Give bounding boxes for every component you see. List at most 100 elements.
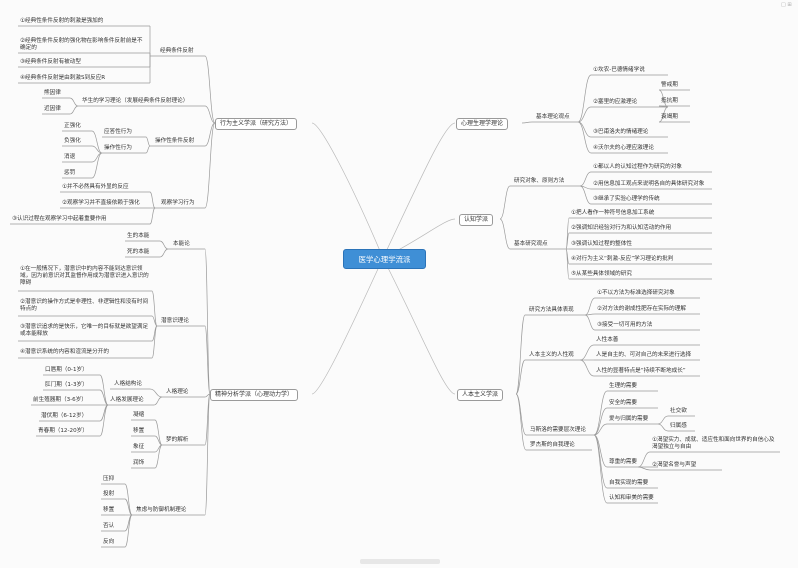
- esteem-strength[interactable]: ①渴望实力、成就、适应性和面向世界的自信心及渴望独立与自由: [652, 437, 775, 450]
- observe-item[interactable]: ③认识过程在观察学习中起着重要作用: [12, 216, 107, 222]
- reinforcement-item[interactable]: 负强化: [64, 138, 81, 144]
- human-nature[interactable]: 人本主义的人性观: [529, 352, 574, 358]
- research-objects[interactable]: 研究对象、原则方法: [514, 178, 565, 184]
- views-item[interactable]: ②强调知识经验对行为和认知活动的作用: [571, 225, 672, 231]
- maslow-level[interactable]: 认知和审美的需要: [609, 495, 654, 501]
- dream-item[interactable]: 移置: [133, 428, 145, 434]
- unconscious-item[interactable]: ①在一般情况下，潜意识中的内容不能到达意识领域，因为前意识对其监督作用成为潜意识…: [20, 266, 149, 286]
- defense-item[interactable]: 投射: [103, 491, 115, 497]
- nature-item[interactable]: 人性本善: [596, 337, 619, 343]
- defense-item[interactable]: 否认: [103, 523, 115, 529]
- reinforcement-item[interactable]: 惩罚: [64, 170, 76, 176]
- stress-stage[interactable]: 抵抗期: [661, 98, 678, 104]
- belonging-item[interactable]: 归属感: [670, 423, 687, 429]
- l-objects-item: [579, 185, 592, 205]
- objects-item[interactable]: ③继承了实验心理学的传统: [593, 196, 660, 202]
- views-item[interactable]: ①把人看作一种符号信息加工系统: [571, 210, 655, 216]
- branch-humanism[interactable]: 人本主义学派: [457, 389, 504, 401]
- operant-conditioning[interactable]: 操作性条件反射: [155, 138, 195, 144]
- personality-structure[interactable]: 人格结构论: [114, 381, 142, 387]
- branch-psychoanalysis[interactable]: 精神分析学派（心理动力学）: [210, 389, 299, 401]
- method-item[interactable]: ③接受一切可用的方法: [597, 322, 653, 328]
- dream-item[interactable]: 润饰: [133, 460, 145, 466]
- instinct-item[interactable]: 死的本能: [127, 249, 150, 255]
- l-esteem1: [637, 466, 651, 471]
- reinforcement-item[interactable]: 消退: [64, 154, 76, 160]
- method-item[interactable]: ①不以方法为标准选择研究对象: [597, 290, 675, 296]
- l-def-item: [124, 483, 133, 516]
- basic-research-views[interactable]: 基本研究观点: [514, 241, 548, 247]
- stage-item[interactable]: 肛门期（1-3岁）: [45, 382, 88, 388]
- observe-item[interactable]: ①并不必然具有外显的反应: [62, 184, 129, 190]
- dream-item[interactable]: 象征: [133, 444, 145, 450]
- operant-behavior[interactable]: 操作性行为: [104, 145, 132, 151]
- classical-item[interactable]: ②经典性条件反射的强化物在影响条件反射前是不确定的: [20, 38, 143, 51]
- unconscious-item[interactable]: ②潜意识的操作方式是非理性、非逻辑性和没有时间特点的: [20, 299, 149, 312]
- instinct-theory[interactable]: 本能论: [173, 241, 190, 247]
- stress-stage[interactable]: 警戒期: [661, 82, 678, 88]
- nature-item[interactable]: 人是自主的、可对自己的未来进行选择: [596, 352, 692, 358]
- maslow-level[interactable]: 自我实现的需要: [609, 480, 649, 486]
- nature-item[interactable]: 人性的显著特点是“持续不断地成长”: [596, 368, 686, 374]
- esteem-reputation[interactable]: ②渴望名誉与声望: [652, 462, 697, 468]
- unconscious-item[interactable]: ③潜意识追求的是快乐，它唯一的目标就是欲望满足或本能释放: [20, 324, 149, 337]
- stress-stage[interactable]: 衰竭期: [661, 114, 678, 120]
- defense-item[interactable]: 移置: [103, 507, 115, 513]
- l-dream-item: [154, 435, 163, 446]
- branch-physiology[interactable]: 心理生理学理论: [456, 118, 509, 130]
- physiology-item[interactable]: ③巴甫洛夫的情绪理论: [593, 129, 649, 135]
- basic-viewpoints[interactable]: 基本理论观点: [536, 114, 570, 120]
- stage-item[interactable]: 口唇期（0-1岁）: [45, 367, 88, 373]
- defense-mechanism[interactable]: 焦虑与防御机制理论: [136, 507, 187, 513]
- instinct-item[interactable]: 生的本能: [127, 233, 150, 239]
- classical-conditioning[interactable]: 经典条件反射: [160, 48, 194, 54]
- physiology-item[interactable]: ④沃尔夫的心理应激理论: [593, 145, 654, 151]
- objects-item[interactable]: ②用信息加工观点来说明各自的具体研究对象: [593, 181, 705, 187]
- reinforcement-item[interactable]: 正强化: [64, 123, 81, 129]
- defense-item[interactable]: 反向: [103, 539, 115, 545]
- rogers-self-theory[interactable]: 罗杰斯的自我理论: [530, 442, 575, 448]
- respondent-behavior[interactable]: 应答性行为: [104, 129, 132, 135]
- views-item[interactable]: ③强调认知过程的整体性: [571, 241, 632, 247]
- method-item[interactable]: ②对方法的谢成性肥存在实际的理解: [597, 306, 686, 312]
- l-stress: [658, 89, 669, 108]
- classical-item[interactable]: ①经典性条件反射的刺激是强加的: [20, 18, 104, 24]
- views-item[interactable]: ⑤从某些具体领域的研究: [571, 271, 632, 277]
- maslow-level[interactable]: 生理的需要: [609, 383, 637, 389]
- observational-learning[interactable]: 观察学习行为: [161, 200, 195, 206]
- link-physiology: [382, 122, 456, 259]
- central-topic[interactable]: 医学心理学流派: [343, 249, 426, 269]
- stage-item[interactable]: 青春期（12-20岁）: [38, 428, 88, 434]
- views-item[interactable]: ④对行为主义“刺激-反应”学习理论的批判: [571, 256, 674, 262]
- classical-item[interactable]: ④经典条件反射是由刺激S到反应R: [20, 75, 106, 81]
- maslow-hierarchy[interactable]: 马斯洛的需要层次理论: [530, 427, 586, 433]
- dream-analysis[interactable]: 梦的解析: [166, 437, 189, 443]
- belonging-item[interactable]: 社交欲: [670, 408, 687, 414]
- physiology-item[interactable]: ①坎农-巴德情绪学说: [593, 67, 645, 73]
- maslow-level[interactable]: 安全的需要: [609, 400, 637, 406]
- physiology-item[interactable]: ②塞里的应激理论: [593, 99, 638, 105]
- observe-item[interactable]: ②观察学习并不直接依赖于强化: [62, 200, 140, 206]
- stage-item[interactable]: 潜伏期（6-12岁）: [41, 413, 88, 419]
- l-phys-item: [577, 121, 592, 154]
- personality-development[interactable]: 人格发展理论: [110, 397, 144, 403]
- maslow-level[interactable]: 爱与归属的需要: [609, 416, 649, 422]
- dream-item[interactable]: 凝缩: [133, 412, 145, 418]
- hull-theory[interactable]: 华生的学习理论（发展经典条件反射理论）: [82, 98, 189, 104]
- toolbar-icons[interactable]: □ ⊞: [781, 2, 792, 8]
- hull-item[interactable]: 近因律: [44, 106, 61, 112]
- defense-item[interactable]: 压抑: [103, 476, 115, 482]
- l-classical: [204, 55, 216, 124]
- unconscious-theory[interactable]: 潜意识理论: [161, 318, 189, 324]
- research-method[interactable]: 研究方法具体表现: [529, 307, 574, 313]
- branch-cognitive[interactable]: 认知学派: [459, 214, 494, 226]
- classical-item[interactable]: ③经典条件反射有被动型: [20, 59, 81, 65]
- unconscious-item[interactable]: ④潜意识系统的内容和渲流是分开的: [20, 349, 109, 355]
- hull-item[interactable]: 熊因律: [44, 90, 61, 96]
- branch-behaviorism[interactable]: 行为主义学派（研究方法）: [215, 118, 298, 130]
- stage-item[interactable]: 前生殖器期（3-6岁）: [33, 397, 87, 403]
- personality-theory[interactable]: 人格理论: [166, 389, 189, 395]
- objects-item[interactable]: ①都以人的认知过程作为研究的对象: [593, 164, 682, 170]
- l-phys-item: [577, 121, 592, 138]
- maslow-level[interactable]: 尊重的需要: [609, 459, 637, 465]
